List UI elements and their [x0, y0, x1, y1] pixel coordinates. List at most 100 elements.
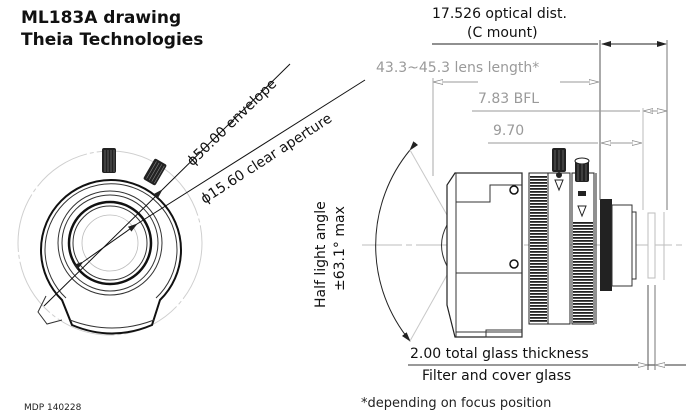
screw-top	[509, 185, 519, 195]
glass-thickness-label: 2.00 total glass thickness	[410, 346, 589, 362]
knurl-stripe	[573, 312, 593, 314]
knurl-stripe	[530, 230, 547, 232]
knurl-stripe	[530, 269, 547, 271]
iris-knob-side	[574, 157, 590, 218]
knurl-stripe	[530, 206, 547, 208]
focus-knob-side	[552, 148, 566, 192]
knurl-stripe	[573, 228, 593, 230]
knurl-stripe	[573, 273, 593, 275]
focus-knob-top	[102, 148, 116, 173]
knurl-stripe	[530, 299, 547, 301]
knurl-stripe	[573, 252, 593, 254]
knurl-stripe	[573, 285, 593, 287]
knurl-stripe	[573, 246, 593, 248]
knurl-stripe	[573, 234, 593, 236]
knurl-stripe	[573, 225, 593, 227]
knurl-stripe	[530, 239, 547, 241]
footnote: *depending on focus position	[361, 396, 552, 411]
knurl-stripe	[530, 263, 547, 265]
cover-glass	[647, 212, 656, 279]
knurl-stripe	[530, 218, 547, 220]
knurl-stripe	[573, 264, 593, 266]
half-angle-arc	[375, 141, 419, 342]
knurl-stripe	[530, 179, 547, 181]
knurl-stripe	[530, 314, 547, 316]
glass-description: Filter and cover glass	[422, 368, 572, 384]
knurl-stripe	[530, 284, 547, 286]
knurl-stripe	[530, 194, 547, 196]
aperture-leader	[73, 223, 138, 270]
knurl-stripe	[573, 279, 593, 281]
knurl-stripe	[530, 188, 547, 190]
knurl-stripe	[573, 258, 593, 260]
knurl-stripe	[530, 209, 547, 211]
knurl-stripe	[530, 242, 547, 244]
iris-ring	[571, 172, 595, 325]
knurl-stripe	[530, 221, 547, 223]
knurl-stripe	[573, 315, 593, 317]
knurl-stripe	[573, 303, 593, 305]
knurl-stripe	[530, 287, 547, 289]
flange-label: 9.70	[493, 123, 525, 139]
half-angle-label: Half light angle	[313, 201, 329, 308]
knurl-stripe	[530, 176, 547, 178]
focus-ring	[528, 172, 549, 325]
half-angle-value: ±63.1° max	[332, 206, 348, 291]
knurl-stripe	[530, 317, 547, 319]
bfl-label: 7.83 BFL	[478, 91, 540, 107]
knurl-stripe	[530, 227, 547, 229]
knurl-stripe	[573, 222, 593, 224]
front-dome	[441, 224, 448, 267]
knurl-stripe	[530, 290, 547, 292]
knurl-stripe	[573, 288, 593, 290]
knurl-stripe	[530, 248, 547, 250]
knurl-stripe	[573, 306, 593, 308]
knurl-stripe	[530, 296, 547, 298]
knurl-stripe	[573, 240, 593, 242]
knurl-stripe	[530, 305, 547, 307]
knurl-stripe	[573, 276, 593, 278]
knurl-stripe	[530, 224, 547, 226]
side-view	[362, 40, 686, 370]
knurl-stripe	[573, 270, 593, 272]
knurl-stripe	[530, 236, 547, 238]
knurl-stripe	[530, 302, 547, 304]
knurl-stripe	[573, 309, 593, 311]
knurl-stripe	[530, 308, 547, 310]
front-ring-4	[72, 205, 148, 281]
knurl-stripe	[530, 251, 547, 253]
knurl-stripe	[573, 297, 593, 299]
barrel-front	[446, 172, 523, 338]
knurl-stripe	[573, 261, 593, 263]
knurl-stripe	[573, 249, 593, 251]
knurl-stripe	[530, 257, 547, 259]
bottom-tab	[37, 295, 63, 325]
knurl-stripe	[530, 197, 547, 199]
document-id: MDP 140228	[24, 403, 82, 413]
c-mount-label: (C mount)	[467, 25, 538, 41]
knurl-stripe	[573, 321, 593, 323]
knurl-stripe	[530, 281, 547, 283]
knurl-stripe	[530, 278, 547, 280]
knurl-stripe	[530, 260, 547, 262]
optical-dist-label: 17.526 optical dist.	[432, 6, 567, 22]
knurl-stripe	[573, 294, 593, 296]
drawing-title: ML183A drawing	[21, 8, 182, 28]
knurl-stripe	[530, 182, 547, 184]
front-view	[17, 63, 366, 336]
knurl-stripe	[573, 318, 593, 320]
knurl-stripe	[573, 267, 593, 269]
knurl-stripe	[530, 233, 547, 235]
knurl-stripe	[573, 231, 593, 233]
company-name: Theia Technologies	[21, 30, 204, 50]
lens-length-label: 43.3~45.3 lens length*	[376, 60, 540, 76]
knurl-stripe	[530, 254, 547, 256]
knurl-stripe	[530, 203, 547, 205]
middle-band	[547, 172, 571, 325]
knurl-stripe	[530, 311, 547, 313]
front-ring-3	[67, 200, 153, 286]
knurl-stripe	[530, 200, 547, 202]
screw-bottom	[509, 259, 519, 269]
knurl-stripe	[573, 291, 593, 293]
